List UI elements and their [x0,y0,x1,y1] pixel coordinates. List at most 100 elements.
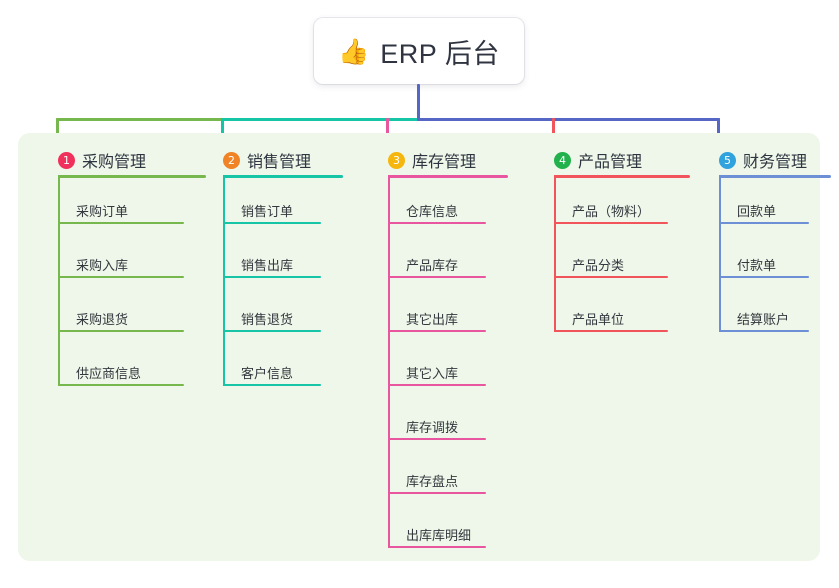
thumbs-up-icon: 👍 [338,36,370,66]
leaf-node-rule [388,438,486,440]
branch-number-badge: 1 [58,151,75,169]
leaf-node-rule [58,384,184,386]
leaf-node-rule [58,330,184,332]
leaf-node-rule [223,222,321,224]
leaf-node-label: 其它出库 [406,312,459,327]
leaf-node-rule [388,222,486,224]
branch-spine [223,175,225,386]
leaf-node-label: 客户信息 [241,366,294,381]
branch-items: 仓库信息产品库存其它出库其它入库库存调拨库存盘点出库库明细 [388,175,518,553]
branch-number-badge: 4 [554,151,571,169]
leaf-node[interactable]: 采购退货 [58,283,216,337]
leaf-node[interactable]: 销售出库 [223,229,353,283]
leaf-node[interactable]: 采购订单 [58,175,216,229]
trunk-vertical [417,84,420,121]
leaf-node[interactable]: 结算账户 [719,283,839,337]
leaf-node[interactable]: 出库库明细 [388,499,518,553]
leaf-node-label: 库存调拨 [406,420,459,435]
leaf-node[interactable]: 销售订单 [223,175,353,229]
branch-stub-2 [221,118,224,144]
branch-spine [554,175,556,332]
branch-header-rule [223,175,343,178]
leaf-node-rule [388,276,486,278]
leaf-node[interactable]: 回款单 [719,175,839,229]
leaf-node-rule [554,330,668,332]
leaf-node[interactable]: 供应商信息 [58,337,216,391]
branch-spine [58,175,60,386]
leaf-node-rule [719,276,809,278]
leaf-node[interactable]: 产品单位 [554,283,700,337]
leaf-node[interactable]: 销售退货 [223,283,353,337]
leaf-node-label: 采购订单 [76,204,129,219]
leaf-node-rule [719,222,809,224]
leaf-node-label: 采购入库 [76,258,129,273]
leaf-node-label: 回款单 [737,204,777,219]
branch-column-3: 3 库存管理仓库信息产品库存其它出库其它入库库存调拨库存盘点出库库明细 [368,145,518,553]
leaf-node-label: 出库库明细 [406,528,472,543]
leaf-node[interactable]: 产品（物料） [554,175,700,229]
leaf-node-label: 库存盘点 [406,474,459,489]
branch-number-badge: 5 [719,151,736,169]
branch-items: 回款单付款单结算账户 [719,175,839,337]
leaf-node-label: 产品（物料） [572,204,651,219]
leaf-node-label: 供应商信息 [76,366,142,381]
leaf-node-rule [388,384,486,386]
branch-header-rule [388,175,508,178]
branch-items: 采购订单采购入库采购退货供应商信息 [58,175,216,391]
leaf-node-label: 产品分类 [572,258,625,273]
leaf-node-rule [58,276,184,278]
leaf-node-rule [223,330,321,332]
bar-segment-teal [221,118,418,121]
branch-number-badge: 2 [223,151,240,169]
leaf-node[interactable]: 产品库存 [388,229,518,283]
leaf-node[interactable]: 其它入库 [388,337,518,391]
branch-number-badge: 3 [388,151,405,169]
branch-stub-5 [717,118,720,144]
leaf-node-label: 付款单 [737,258,777,273]
branch-title: 采购管理 [82,154,147,171]
branch-spine [388,175,390,548]
leaf-node-rule [554,276,668,278]
branch-column-1: 1 采购管理采购订单采购入库采购退货供应商信息 [38,145,216,391]
leaf-node-label: 采购退货 [76,312,129,327]
leaf-node-label: 产品单位 [572,312,625,327]
leaf-node-rule [719,330,809,332]
leaf-node[interactable]: 客户信息 [223,337,353,391]
leaf-node[interactable]: 库存盘点 [388,445,518,499]
leaf-node-label: 产品库存 [406,258,459,273]
leaf-node-label: 其它入库 [406,366,459,381]
branch-stub-4 [552,118,555,144]
bar-segment-blue [417,118,720,121]
bar-segment-green [56,118,223,121]
leaf-node[interactable]: 采购入库 [58,229,216,283]
branch-stub-1 [56,118,59,144]
branch-spine [719,175,721,332]
branch-title: 库存管理 [412,154,477,171]
root-node-title: ERP 后台 [380,38,500,69]
branch-items: 销售订单销售出库销售退货客户信息 [223,175,353,391]
root-node-card[interactable]: 👍 ERP 后台 [314,18,524,84]
branch-header-rule [719,175,831,178]
leaf-node-rule [388,492,486,494]
leaf-node[interactable]: 其它出库 [388,283,518,337]
leaf-node[interactable]: 库存调拨 [388,391,518,445]
leaf-node-rule [388,330,486,332]
leaf-node[interactable]: 付款单 [719,229,839,283]
leaf-node-label: 销售出库 [241,258,294,273]
branch-header-rule [58,175,206,178]
leaf-node[interactable]: 产品分类 [554,229,700,283]
leaf-node-label: 仓库信息 [406,204,459,219]
branch-header-1[interactable]: 1 采购管理 [38,145,216,178]
branch-header-3[interactable]: 3 库存管理 [368,145,518,178]
leaf-node[interactable]: 仓库信息 [388,175,518,229]
leaf-node-rule [58,222,184,224]
branch-items: 产品（物料） 产品分类产品单位 [554,175,700,337]
leaf-node-rule [554,222,668,224]
